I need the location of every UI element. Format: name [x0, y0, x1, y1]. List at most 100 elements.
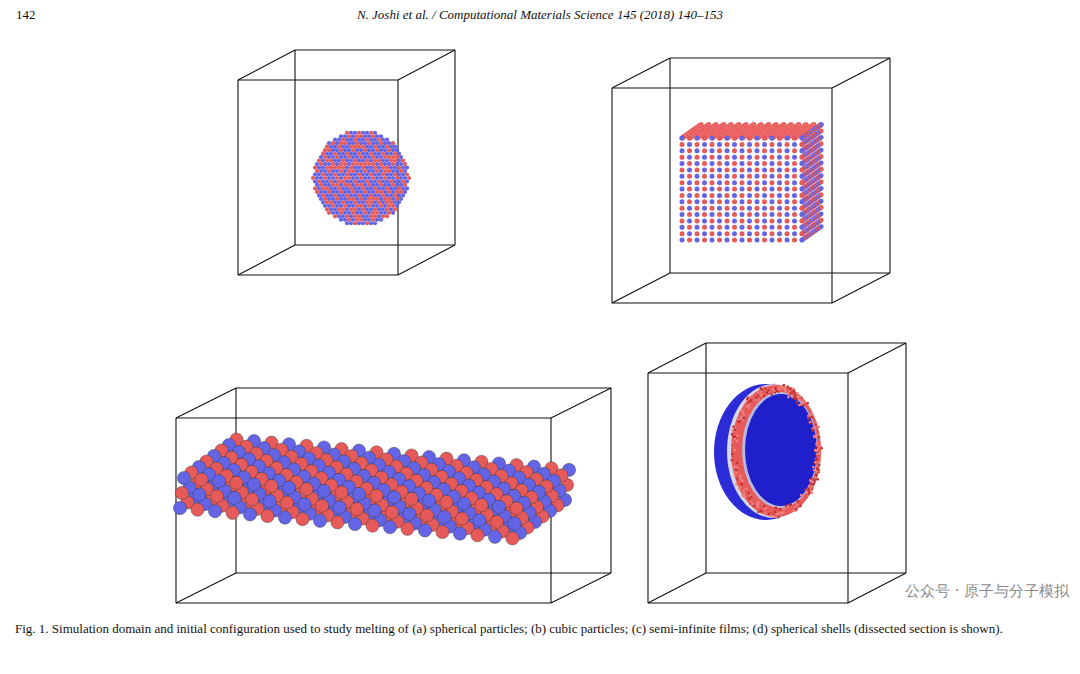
atom: [724, 135, 729, 140]
atom: [792, 238, 797, 243]
atom: [732, 193, 737, 198]
atom: [725, 161, 730, 166]
atom: [762, 225, 767, 230]
atom: [695, 161, 700, 166]
atom: [702, 161, 707, 166]
atom: [740, 193, 745, 198]
atom: [687, 225, 692, 230]
box-edge: [237, 80, 238, 275]
atom: [770, 136, 775, 141]
atom: [510, 502, 523, 515]
atom: [687, 212, 692, 217]
atom: [300, 483, 313, 496]
atom: [680, 225, 685, 230]
atom: [687, 142, 692, 147]
atom: [800, 187, 805, 192]
atom: [777, 206, 782, 211]
atom: [788, 503, 791, 506]
atom: [792, 199, 797, 204]
sphere-particle: [311, 131, 411, 226]
box-edge: [705, 343, 706, 573]
atom: [732, 142, 737, 147]
atom: [777, 167, 782, 172]
atom: [226, 506, 239, 519]
atom: [687, 199, 692, 204]
atom: [755, 136, 760, 141]
atom: [777, 142, 782, 147]
atom: [508, 517, 521, 530]
atom: [747, 225, 752, 230]
atom: [785, 212, 790, 217]
atom: [687, 174, 692, 179]
box-edge: [398, 245, 455, 275]
atom: [680, 155, 685, 160]
atom: [687, 136, 692, 141]
atom: [777, 161, 782, 166]
atom: [369, 221, 373, 225]
atom: [725, 148, 730, 153]
atom: [680, 193, 685, 198]
atom: [440, 495, 453, 508]
atom: [819, 154, 824, 159]
atom: [725, 174, 730, 179]
atom: [405, 492, 418, 505]
atom: [808, 485, 811, 488]
atom: [800, 238, 805, 243]
atom: [725, 218, 730, 223]
atom: [762, 199, 767, 204]
atom: [687, 218, 692, 223]
atom: [247, 478, 260, 491]
atom: [732, 218, 737, 223]
atom: [785, 206, 790, 211]
atom: [800, 180, 805, 185]
box-edge: [648, 343, 706, 373]
box-edge: [648, 573, 706, 603]
atom: [473, 514, 486, 527]
atom: [800, 174, 805, 179]
atom: [401, 522, 414, 535]
atom: [800, 193, 805, 198]
atom: [800, 231, 805, 236]
box-edge: [610, 388, 611, 573]
atom: [777, 187, 782, 192]
box-edge: [647, 373, 648, 603]
atom: [819, 160, 824, 165]
box-edge: [238, 50, 295, 80]
atom: [792, 161, 797, 166]
atom: [784, 390, 787, 393]
atom: [800, 136, 805, 141]
atom: [800, 180, 805, 185]
atom: [702, 231, 707, 236]
atom: [717, 136, 722, 141]
atom: [785, 238, 790, 243]
atom: [455, 512, 468, 525]
atom: [762, 180, 767, 185]
atom: [695, 142, 700, 147]
atom: [695, 155, 700, 160]
atom: [755, 174, 760, 179]
atom: [732, 199, 737, 204]
box-edge: [612, 87, 832, 88]
atom: [792, 212, 797, 217]
box-edge: [848, 343, 906, 373]
atom: [740, 231, 745, 236]
atom: [811, 491, 814, 494]
atom: [457, 497, 470, 510]
atom: [732, 155, 737, 160]
atom: [695, 212, 700, 217]
atom: [717, 218, 722, 223]
atom: [680, 206, 685, 211]
atom: [732, 161, 737, 166]
atom: [747, 206, 752, 211]
atom: [762, 187, 767, 192]
box-edge: [706, 572, 906, 573]
box-edge: [612, 58, 670, 88]
atom: [740, 187, 745, 192]
atom: [261, 509, 274, 522]
atom: [792, 135, 797, 140]
atom: [747, 135, 752, 140]
atom: [680, 231, 685, 236]
atom: [800, 218, 805, 223]
atom: [814, 461, 817, 464]
atom: [680, 238, 685, 243]
